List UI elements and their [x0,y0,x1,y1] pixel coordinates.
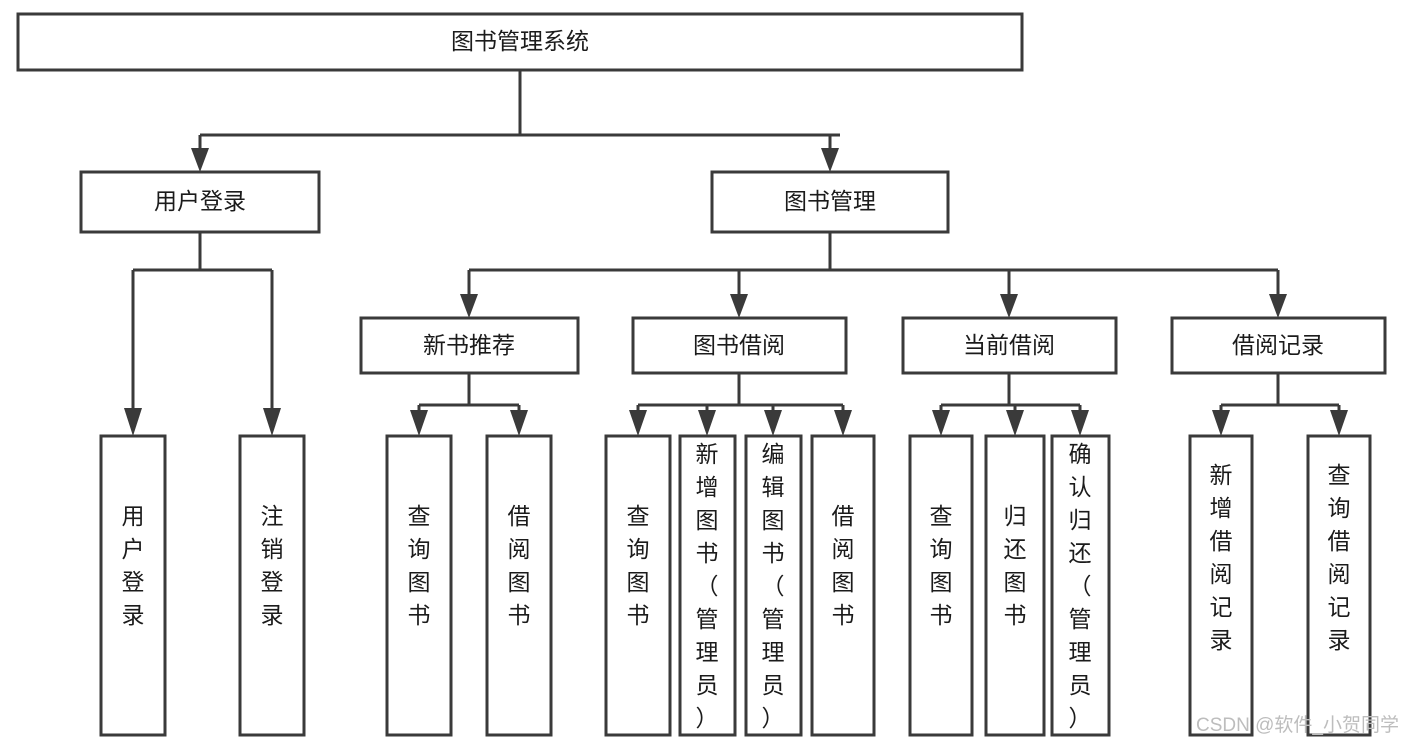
node-root[interactable]: 图书管理系统 [16,12,1024,72]
node-leaf-edit-book-box[interactable] [744,434,803,737]
node-leaf-query-borrow-record-box[interactable] [1306,434,1372,737]
node-leaf-add-borrow-record-label: 新增借阅记录 [1210,462,1233,653]
node-root-label: 图书管理系统 [451,28,589,54]
arrowhead-leaf-confirm-return [1071,410,1089,436]
node-book-borrow[interactable]: 图书借阅 [631,316,848,375]
node-book-manage[interactable]: 图书管理 [710,170,950,234]
node-leaf-borrow-book-rec-label: 借阅图书 [508,503,531,628]
node-current-borrow[interactable]: 当前借阅 [901,316,1118,375]
node-leaf-borrow-book-rec[interactable]: 借阅图书 [485,434,553,737]
node-borrow-record[interactable]: 借阅记录 [1170,316,1387,375]
node-borrow-record-label: 借阅记录 [1232,332,1324,358]
node-leaf-logout[interactable]: 注销登录 [238,434,306,737]
node-leaf-query-book-rec-label: 查询图书 [408,503,431,628]
node-leaf-query-book-borrow-label: 查询图书 [627,503,650,628]
node-new-book-rec-label: 新书推荐 [423,332,515,358]
connector-layer [124,70,1348,436]
node-leaf-edit-book[interactable]: 编辑图书（管理员） [744,434,803,737]
node-leaf-user-login[interactable]: 用户登录 [99,434,167,737]
arrowhead-leaf-add-book [698,410,716,436]
node-new-book-rec-box[interactable] [359,316,580,375]
node-leaf-confirm-return-label: 确认归还（管理员） [1069,441,1092,731]
node-leaf-add-book-box[interactable] [678,434,737,737]
node-leaf-query-book-current[interactable]: 查询图书 [908,434,974,737]
node-leaf-logout-box[interactable] [238,434,306,737]
arrowhead-user-login [191,148,209,172]
node-leaf-query-borrow-record-label: 查询借阅记录 [1328,462,1351,653]
node-leaf-add-borrow-record[interactable]: 新增借阅记录 [1188,434,1254,737]
node-leaf-add-book-label: 新增图书（管理员） [696,441,719,731]
arrowhead-leaf-return-book [1006,410,1024,436]
node-user-login-label: 用户登录 [154,188,246,214]
node-borrow-record-box[interactable] [1170,316,1387,375]
node-leaf-return-book-label: 归还图书 [1004,503,1027,628]
arrowhead-new-book-rec [460,294,478,318]
arrowhead-leaf-query-book-borrow [629,410,647,436]
node-book-manage-box[interactable] [710,170,950,234]
node-leaf-query-book-rec-box[interactable] [385,434,453,737]
node-leaf-user-login-box[interactable] [99,434,167,737]
node-leaf-confirm-return[interactable]: 确认归还（管理员） [1050,434,1111,737]
node-book-manage-label: 图书管理 [784,188,876,214]
node-leaf-borrow-book-box[interactable] [810,434,876,737]
arrowhead-book-borrow [730,294,748,318]
node-leaf-return-book-box[interactable] [984,434,1046,737]
arrowhead-leaf-user-login [124,408,142,436]
node-leaf-add-book[interactable]: 新增图书（管理员） [678,434,737,737]
node-leaf-add-borrow-record-box[interactable] [1188,434,1254,737]
node-user-login[interactable]: 用户登录 [79,170,321,234]
node-leaf-return-book[interactable]: 归还图书 [984,434,1046,737]
arrowhead-leaf-query-book-rec [410,410,428,436]
node-leaf-borrow-book-label: 借阅图书 [832,503,855,628]
arrowhead-leaf-add-borrow-record [1212,410,1230,436]
node-root-box[interactable] [16,12,1024,72]
node-leaf-edit-book-label: 编辑图书（管理员） [762,441,785,731]
node-leaf-query-book-current-label: 查询图书 [930,503,953,628]
arrowhead-leaf-borrow-book [834,410,852,436]
node-leaf-query-book-borrow[interactable]: 查询图书 [604,434,672,737]
node-leaf-confirm-return-box[interactable] [1050,434,1111,737]
arrowhead-leaf-query-book-current [932,410,950,436]
node-book-borrow-label: 图书借阅 [693,332,785,358]
node-new-book-rec[interactable]: 新书推荐 [359,316,580,375]
node-leaf-query-book-rec[interactable]: 查询图书 [385,434,453,737]
node-leaf-query-borrow-record[interactable]: 查询借阅记录 [1306,434,1372,737]
arrowhead-leaf-edit-book [764,410,782,436]
arrowhead-leaf-query-borrow-record [1330,410,1348,436]
node-leaf-borrow-book-rec-box[interactable] [485,434,553,737]
node-user-login-box[interactable] [79,170,321,234]
node-leaf-user-login-label: 用户登录 [122,503,145,628]
node-leaf-borrow-book[interactable]: 借阅图书 [810,434,876,737]
node-current-borrow-label: 当前借阅 [963,332,1055,358]
arrowhead-borrow-record [1269,294,1287,318]
csdn-watermark: CSDN @软件_小贺同学 [1196,714,1399,736]
arrowhead-current-borrow [1000,294,1018,318]
node-book-borrow-box[interactable] [631,316,848,375]
arrowhead-book-manage [821,148,839,172]
arrowhead-leaf-logout [263,408,281,436]
arrowhead-leaf-borrow-book-rec [510,410,528,436]
node-current-borrow-box[interactable] [901,316,1118,375]
node-leaf-query-book-borrow-box[interactable] [604,434,672,737]
node-leaf-query-book-current-box[interactable] [908,434,974,737]
node-leaf-logout-label: 注销登录 [261,503,284,628]
